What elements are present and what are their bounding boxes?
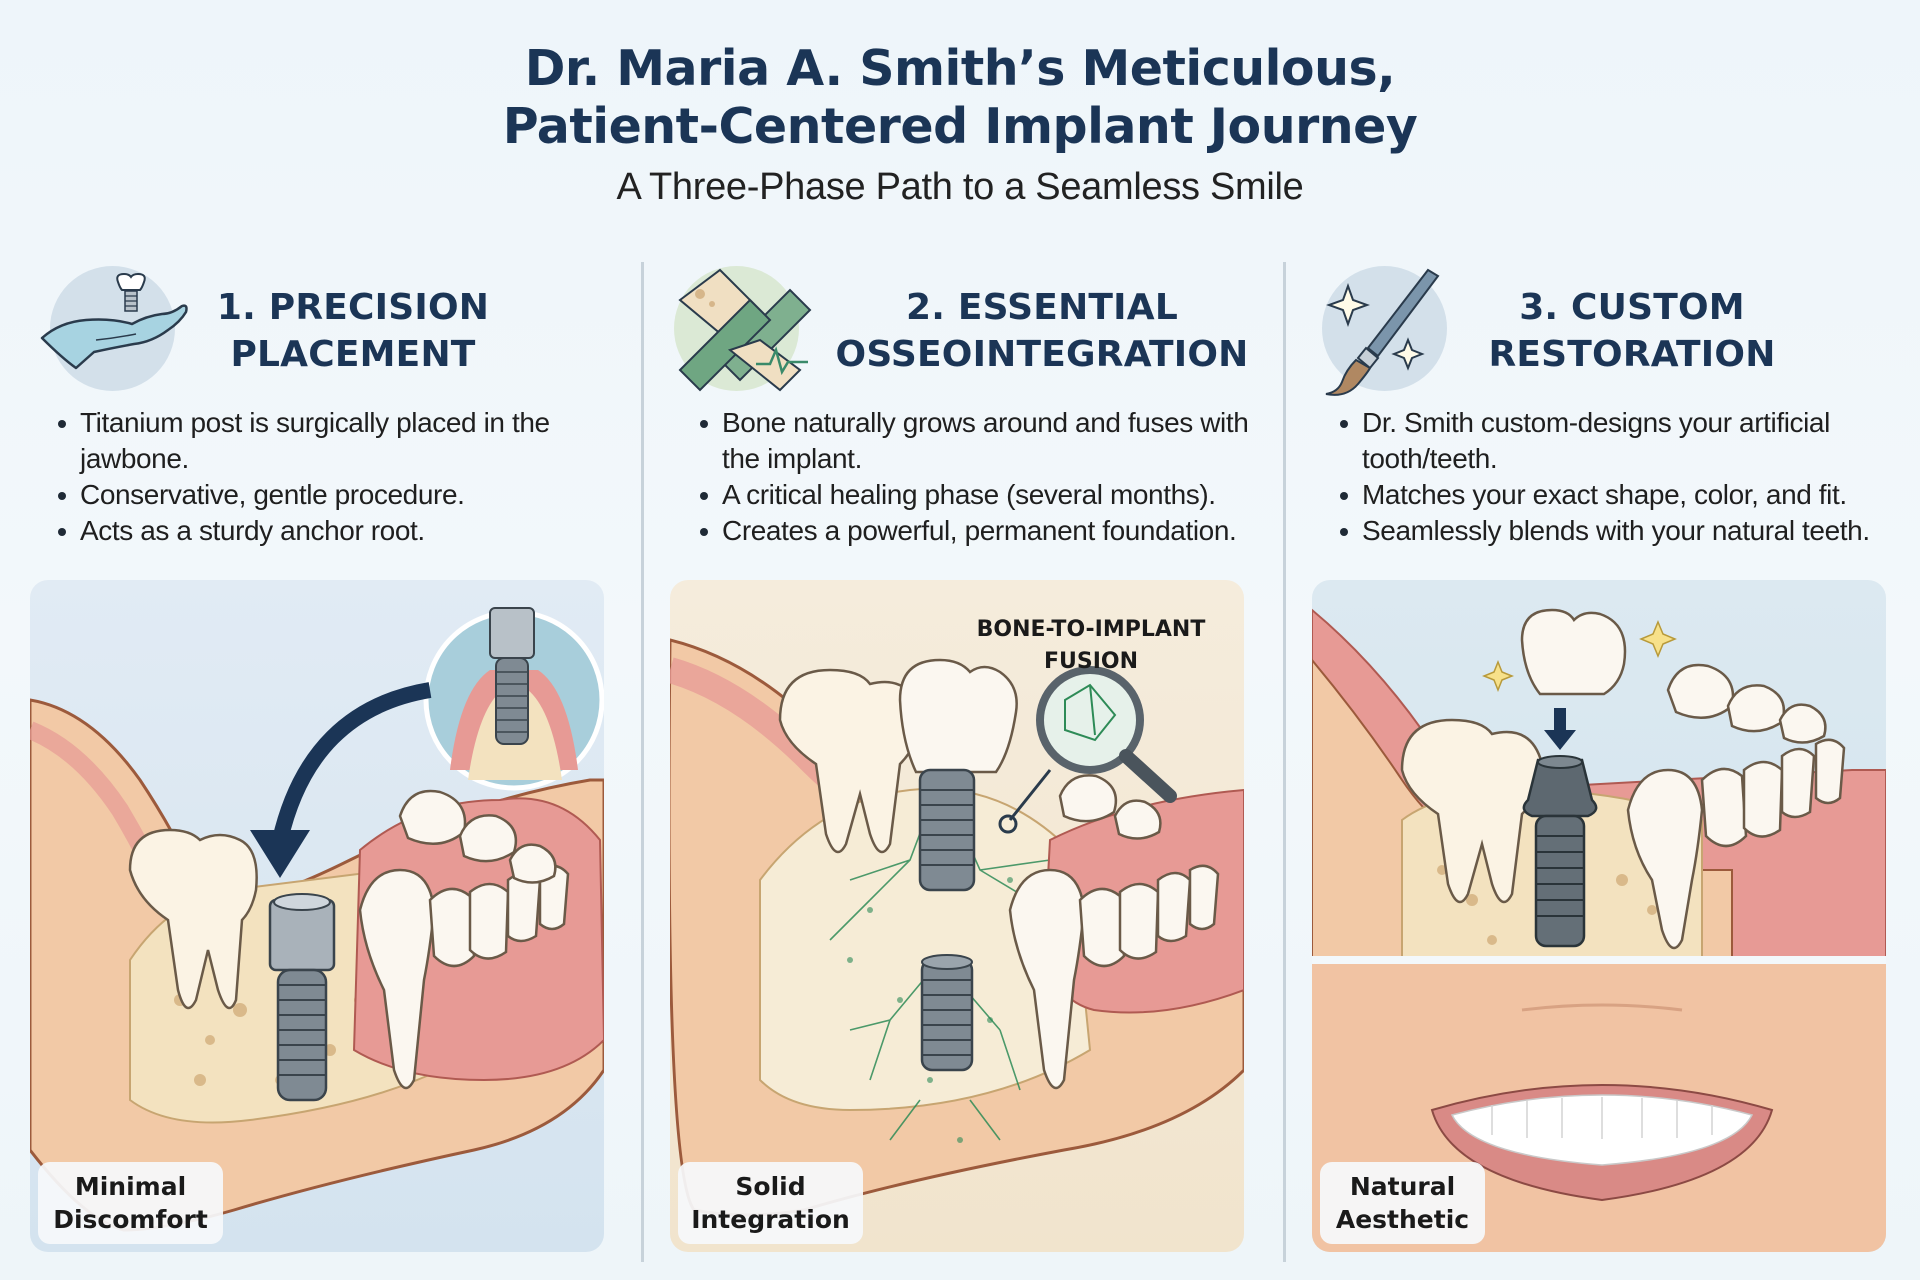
- phase-2-bullets: Bone naturally grows around and fuses wi…: [698, 405, 1278, 549]
- bullet-item: Conservative, gentle procedure.: [56, 477, 636, 513]
- bullet-item: Matches your exact shape, color, and fit…: [1338, 477, 1918, 513]
- bullet-item: Bone naturally grows around and fuses wi…: [698, 405, 1278, 477]
- phase-2-column: 2. ESSENTIAL OSSEOINTEGRATION Bone natur…: [670, 262, 1272, 1262]
- phase-2-header: 2. ESSENTIAL OSSEOINTEGRATION: [672, 262, 1272, 392]
- bullet-item: Dr. Smith custom-designs your artificial…: [1338, 405, 1918, 477]
- phase-1-title: 1. PRECISION PLACEMENT: [216, 287, 490, 375]
- phase-3-column: 3. CUSTOM RESTORATION Dr. Smith custom-d…: [1312, 262, 1912, 1262]
- phase-3-title: 3. CUSTOM RESTORATION: [1488, 287, 1776, 375]
- minimal-discomfort-badge: Minimal Discomfort: [38, 1162, 223, 1244]
- paintbrush-sparkle-icon: [1322, 266, 1447, 396]
- crown-restoration-illustration: Natural Aesthetic: [1312, 580, 1886, 1252]
- bullet-item: Titanium post is surgically placed in th…: [56, 405, 636, 477]
- bone-implant-interlock-icon: [674, 266, 812, 392]
- title-line-1: Dr. Maria A. Smith’s Meticulous,: [524, 40, 1396, 97]
- solid-integration-badge: Solid Integration: [678, 1162, 863, 1244]
- bullet-item: Creates a powerful, permanent foundation…: [698, 513, 1278, 549]
- hand-holding-implant-icon: [40, 266, 188, 391]
- title-line-2: Patient-Centered Implant Journey: [502, 98, 1418, 155]
- phase-2-title: 2. ESSENTIAL OSSEOINTEGRATION: [835, 287, 1249, 375]
- column-divider: [1283, 262, 1286, 1262]
- phase-1-bullets: Titanium post is surgically placed in th…: [56, 405, 636, 549]
- phase-1-column: 1. PRECISION PLACEMENT Titanium post is …: [30, 262, 630, 1262]
- implant-placement-illustration: Minimal Discomfort: [30, 580, 604, 1252]
- phase-3-header: 3. CUSTOM RESTORATION: [1312, 262, 1912, 396]
- bone-to-implant-fusion-label: BONE-TO-IMPLANT FUSION: [976, 617, 1206, 674]
- page-subtitle: A Three-Phase Path to a Seamless Smile: [616, 166, 1304, 208]
- column-divider: [641, 262, 644, 1262]
- bone-fusion-illustration: BONE-TO-IMPLANT FUSION Solid Integration: [670, 580, 1244, 1252]
- bullet-item: Acts as a sturdy anchor root.: [56, 513, 636, 549]
- phase-3-bullets: Dr. Smith custom-designs your artificial…: [1338, 405, 1918, 549]
- phase-1-header: 1. PRECISION PLACEMENT: [30, 262, 630, 391]
- bullet-item: A critical healing phase (several months…: [698, 477, 1278, 513]
- natural-aesthetic-badge: Natural Aesthetic: [1320, 1162, 1485, 1244]
- bullet-item: Seamlessly blends with your natural teet…: [1338, 513, 1918, 549]
- page-title: Dr. Maria A. Smith’s Meticulous, Patient…: [0, 40, 1920, 156]
- header: Dr. Maria A. Smith’s Meticulous, Patient…: [0, 40, 1920, 209]
